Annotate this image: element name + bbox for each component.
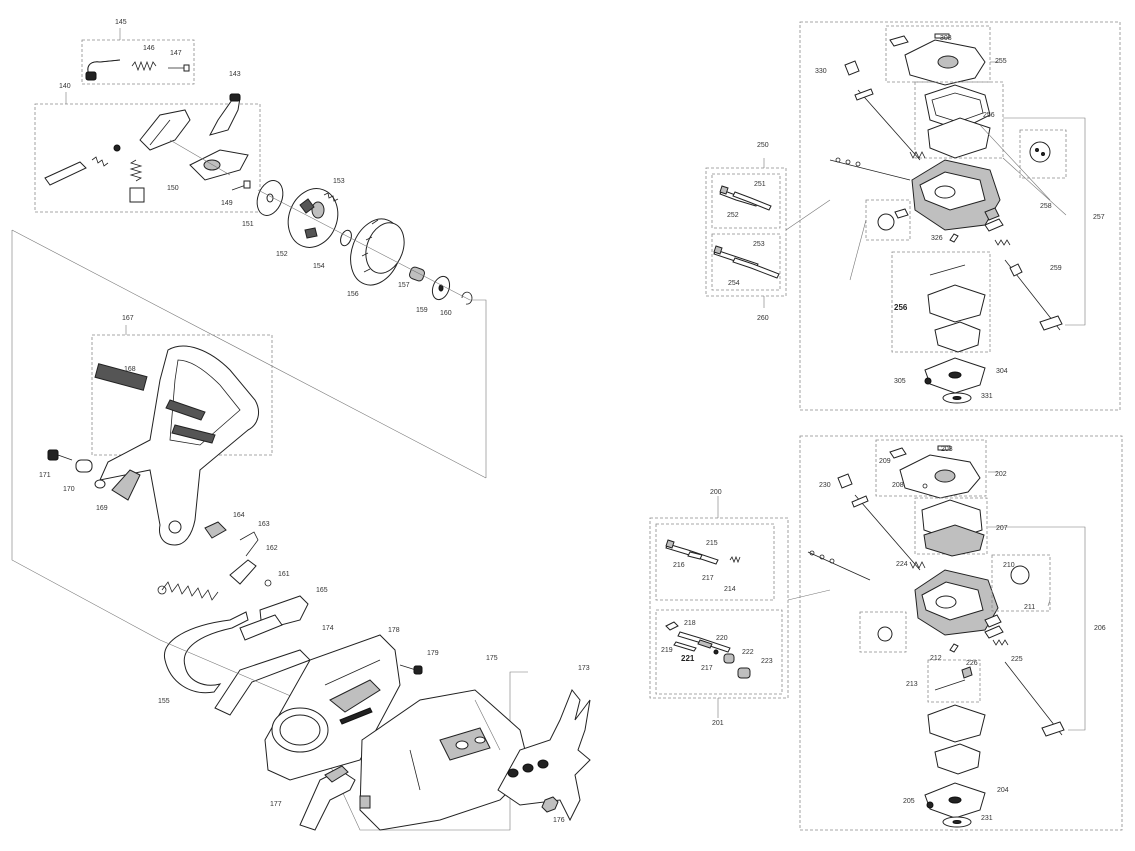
part-label: 305 [894,378,906,385]
part-label: 256 [894,303,908,312]
part-label: 156 [347,291,359,298]
part-label: 215 [706,540,718,547]
part-label: 222 [742,649,754,656]
group-carburetor-lower [799,435,1123,831]
part-label: 165 [316,587,328,594]
part-label: 216 [673,562,685,569]
part-label: 164 [233,512,245,519]
part-label: 170 [63,486,75,493]
part-label: 224 [896,561,908,568]
part-label: 154 [313,263,325,270]
part-label: 171 [39,472,51,479]
part-label: 163 [258,521,270,528]
part-label: 250 [757,142,769,149]
part-label: 177 [270,801,282,808]
part-label: 330 [815,68,827,75]
part-label: 201 [712,720,724,727]
part-label: 217 [701,665,713,672]
part-label: 259 [1050,265,1062,272]
part-label: 206 [1094,625,1106,632]
part-label: 160 [440,310,452,317]
part-label: 147 [170,50,182,57]
part-label: 151 [242,221,254,228]
part-label: 179 [427,650,439,657]
part-label: 252 [727,212,739,219]
part-label: 217 [702,575,714,582]
group-jet-kit-250 [705,158,831,308]
part-label: 204 [997,787,1009,794]
part-label: 169 [96,505,108,512]
part-number-labels: 145 146 147 143 140 150 149 153 151 152 154 156 157 1… [39,19,1106,824]
part-label: 303 [940,35,952,42]
group-hand-guard [11,229,487,641]
part-label: 145 [115,19,127,26]
part-label: 212 [930,655,942,662]
part-label: 223 [761,658,773,665]
part-label: 178 [388,627,400,634]
part-label: 251 [754,181,766,188]
part-label: 140 [59,83,71,90]
part-label: 157 [398,282,410,289]
part-label: 213 [906,681,918,688]
part-label: 161 [278,571,290,578]
part-label: 218 [684,620,696,627]
part-label: 159 [416,307,428,314]
part-label: 208 [892,482,904,489]
part-label: 153 [333,178,345,185]
part-label: 255 [995,58,1007,65]
group-brake-handle-assembly [34,28,261,213]
part-label: 260 [757,315,769,322]
part-label: 162 [266,545,278,552]
part-label: 175 [486,655,498,662]
part-label: 205 [903,798,915,805]
group-carburetor-upper [799,21,1121,411]
part-label: 257 [1093,214,1105,221]
part-label: 202 [995,471,1007,478]
part-label: 152 [276,251,288,258]
part-label: 304 [996,368,1008,375]
part-label: 258 [1040,203,1052,210]
part-label: 220 [716,635,728,642]
part-label: 173 [578,665,590,672]
part-label: 219 [661,647,673,654]
group-jet-kit-200 [649,496,831,718]
part-label: 174 [322,625,334,632]
part-label: 209 [879,458,891,465]
part-label: 221 [681,654,695,663]
part-label: 150 [167,185,179,192]
part-label: 214 [724,586,736,593]
part-label: 253 [753,241,765,248]
part-label: 226 [966,660,978,667]
part-label: 210 [1003,562,1015,569]
part-label: 225 [1011,656,1023,663]
group-brake-band [157,521,528,831]
part-label: 149 [221,200,233,207]
part-label: 331 [981,393,993,400]
part-label: 207 [996,525,1008,532]
part-label: 230 [819,482,831,489]
part-label: 168 [124,366,136,373]
part-label: 254 [728,280,740,287]
part-label: 143 [229,71,241,78]
part-label: 200 [710,489,722,496]
group-chain-cover [264,634,591,831]
part-label: 326 [931,235,943,242]
part-label: 231 [981,815,993,822]
part-label: 167 [122,315,134,322]
part-label: 146 [143,45,155,52]
part-label: 203 [941,446,953,453]
part-label: 211 [1024,604,1035,611]
part-label: 155 [158,698,170,705]
part-label: 256 [983,112,995,119]
group-clutch-assembly [256,180,487,478]
part-label: 176 [553,817,565,824]
